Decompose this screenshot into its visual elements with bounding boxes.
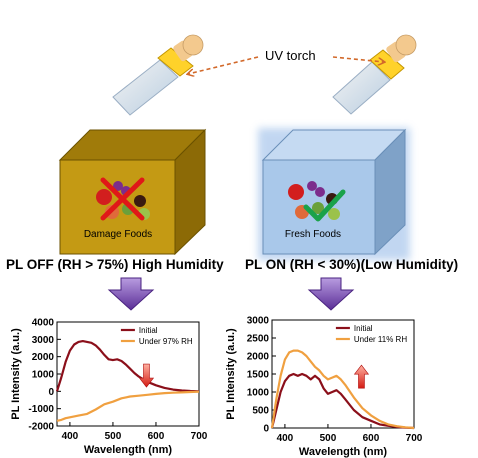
food-icon <box>288 181 340 220</box>
red-trend-arrow-icon <box>138 363 155 388</box>
y-tick-label: 1500 <box>247 370 270 381</box>
fresh-foods-label: Fresh Foods <box>285 229 341 240</box>
y-axis-label: PL Intensity (a.u.) <box>10 328 22 420</box>
y-axis-label: PL Intensity (a.u.) <box>225 328 237 420</box>
legend-label: Initial <box>139 326 158 335</box>
chart-right: 0 500 1000 1500 2000 2500 3000 400 500 600 700 Init… <box>225 316 423 458</box>
uv-beam-right-icon <box>332 61 391 115</box>
y-tick-label: -2000 <box>28 422 54 433</box>
legend-label: Under 97% RH <box>139 337 193 346</box>
legend-label: Under 11% RH <box>354 335 407 344</box>
chart-left: -2000 -1000 0 1000 2000 3000 4000 400 500 600 700 I… <box>10 318 208 457</box>
legend-label: Initial <box>354 324 373 333</box>
damage-foods-label: Damage Foods <box>84 229 152 240</box>
fresh-foods-box: Fresh Foods <box>258 128 410 260</box>
check-mark-icon <box>303 189 346 222</box>
hand-right-icon <box>395 34 417 56</box>
x-axis-label: Wavelength (nm) <box>84 444 173 456</box>
series-line-treated <box>270 349 415 430</box>
condition-left: PL OFF (RH > 75%) High Humidity <box>6 257 224 272</box>
uv-torch-left <box>112 34 204 116</box>
cross-mark-icon <box>100 177 145 221</box>
dashed-arrow-right <box>332 56 384 62</box>
y-tick-label: 2000 <box>247 352 270 363</box>
x-tick-label: 600 <box>148 431 165 442</box>
dashed-arrow-left <box>188 56 259 74</box>
uv-torch-right <box>332 34 417 115</box>
x-tick-label: 400 <box>277 433 294 444</box>
series-line-initial <box>270 372 415 430</box>
x-tick-label: 600 <box>363 433 380 444</box>
y-tick-label: 1000 <box>247 388 270 399</box>
y-tick-label: 0 <box>48 387 54 398</box>
y-tick-label: 0 <box>263 424 269 435</box>
series-line-treated <box>56 390 200 422</box>
y-tick-label: 500 <box>252 406 269 417</box>
x-axis-label: Wavelength (nm) <box>299 446 388 458</box>
uv-beam-left-icon <box>112 59 179 116</box>
x-tick-label: 500 <box>320 433 337 444</box>
y-tick-label: 1000 <box>32 370 55 381</box>
hand-left-icon <box>182 34 204 56</box>
y-tick-label: 2000 <box>32 352 55 363</box>
y-tick-label: -1000 <box>28 404 54 415</box>
x-tick-label: 700 <box>406 433 423 444</box>
condition-right: PL ON (RH < 30%)(Low Humidity) <box>245 257 459 272</box>
y-tick-label: 3000 <box>247 316 270 327</box>
y-tick-label: 4000 <box>32 318 55 329</box>
y-tick-label: 2500 <box>247 334 270 345</box>
x-tick-label: 700 <box>191 431 208 442</box>
red-trend-arrow-icon <box>353 364 370 389</box>
purple-down-arrow-right-icon <box>307 277 355 311</box>
purple-down-arrow-left-icon <box>107 277 155 311</box>
x-tick-label: 500 <box>105 431 122 442</box>
damage-foods-box: Damage Foods <box>58 128 207 256</box>
x-tick-label: 400 <box>62 431 79 442</box>
series-line-initial <box>55 340 200 393</box>
uv-torch-label: UV torch <box>265 48 316 63</box>
y-tick-label: 3000 <box>32 335 55 346</box>
